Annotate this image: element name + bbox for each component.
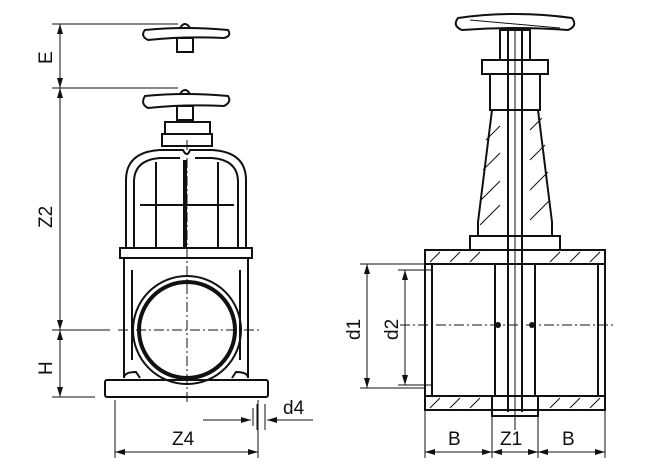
label-d2: d2 <box>382 319 403 340</box>
label-d4: d4 <box>283 398 305 419</box>
label-d1: d1 <box>344 319 365 340</box>
label-B-right: B <box>562 429 575 450</box>
label-H: H <box>36 361 57 375</box>
front-view: E Z2 H Z4 d4 <box>36 23 313 458</box>
label-E: E <box>36 51 57 64</box>
label-Z1: Z1 <box>500 429 522 450</box>
handwheel-icon <box>142 89 231 147</box>
label-B-left: B <box>448 429 461 450</box>
handwheel-open-icon <box>142 23 231 53</box>
section-view: d1 d2 B Z1 B <box>344 13 615 458</box>
label-Z4: Z4 <box>172 429 195 450</box>
handwheel-section-icon <box>454 13 576 32</box>
label-Z2: Z2 <box>36 206 57 228</box>
